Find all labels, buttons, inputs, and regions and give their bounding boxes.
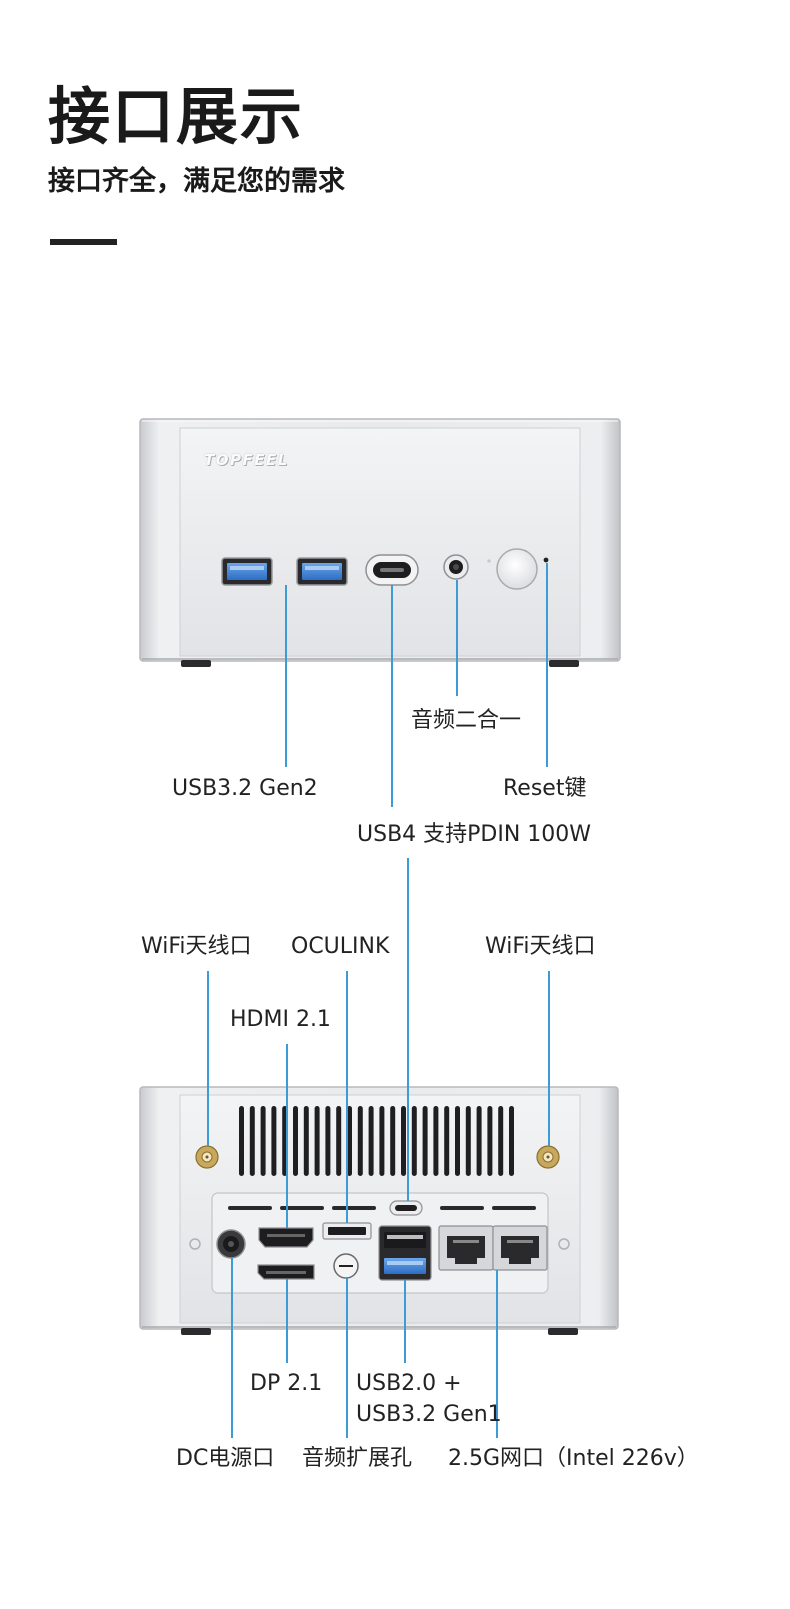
label-usb4: USB4 支持PDIN 100W — [357, 822, 592, 847]
vent-slot — [303, 1106, 309, 1176]
label-dc-power: DC电源口 — [176, 1446, 275, 1471]
oculink-port — [322, 1222, 372, 1240]
front-panel — [139, 418, 621, 667]
vent-slot — [260, 1106, 266, 1176]
label-reset: Reset键 — [503, 776, 587, 801]
vent-slot — [487, 1106, 493, 1176]
audio-expansion-hole — [333, 1253, 359, 1279]
callout-line-lan — [496, 1270, 498, 1438]
hdmi-port — [258, 1227, 314, 1248]
vent-slot — [379, 1106, 385, 1176]
callout-line-audio — [456, 580, 458, 696]
front-usb-a-port-2 — [296, 557, 348, 586]
vent-slot — [444, 1106, 450, 1176]
callout-line-reset — [546, 563, 548, 767]
label-audio-ext: 音频扩展孔 — [302, 1446, 413, 1471]
vent-slot — [390, 1106, 396, 1176]
vent-slot — [239, 1106, 244, 1176]
rear-panel — [139, 1086, 619, 1335]
callout-line-usb32 — [285, 585, 287, 767]
label-wifi-right: WiFi天线口 — [485, 934, 596, 959]
vent-slot — [498, 1106, 504, 1176]
dc-power-jack — [216, 1229, 246, 1259]
vent-slot — [465, 1106, 471, 1176]
rear-usb-stack — [378, 1225, 432, 1281]
brand-logo: TOPFEEL — [204, 451, 289, 469]
ethernet-port-1 — [438, 1225, 494, 1271]
callout-line-dc — [231, 1258, 233, 1438]
vent-slot — [455, 1106, 460, 1176]
label-usb-combo-line1: USB2.0 + — [356, 1371, 462, 1396]
front-power-button — [496, 548, 538, 590]
front-audio-jack — [443, 554, 469, 580]
ethernet-port-2 — [492, 1225, 548, 1271]
label-hdmi: HDMI 2.1 — [230, 1007, 331, 1032]
vent-slot — [293, 1106, 298, 1176]
vent-slot — [368, 1106, 374, 1176]
vent-slot — [357, 1106, 363, 1176]
page-title: 接口展示 — [48, 80, 305, 153]
vent-slot — [271, 1106, 277, 1176]
label-wifi-left: WiFi天线口 — [141, 934, 252, 959]
vent-slot — [314, 1106, 320, 1176]
vent-slot — [411, 1106, 417, 1176]
callout-line-oculink — [346, 971, 348, 1223]
displayport-port — [257, 1264, 315, 1280]
label-dp: DP 2.1 — [250, 1371, 323, 1396]
callout-line-dp — [286, 1279, 288, 1363]
front-reset-pinhole — [543, 557, 549, 563]
vent-slot — [282, 1106, 288, 1176]
callout-line-hdmi — [286, 1044, 288, 1228]
callout-line-audio-ext — [346, 1278, 348, 1438]
callout-line-usb-combo — [404, 1280, 406, 1363]
front-usb-c-port — [365, 554, 419, 586]
vent-slot — [401, 1106, 406, 1176]
callout-line-wifi-right — [548, 971, 550, 1146]
vent-slot — [433, 1106, 439, 1176]
rear-vent — [239, 1106, 514, 1176]
wifi-antenna-connector-right — [536, 1145, 560, 1169]
label-usb32-gen2: USB3.2 Gen2 — [172, 776, 318, 801]
callout-line-usb4-rear — [407, 858, 409, 1201]
rear-usb-c-port — [389, 1200, 423, 1216]
wifi-antenna-connector-left — [195, 1145, 219, 1169]
vent-slot — [476, 1106, 482, 1176]
vent-slot — [249, 1106, 255, 1176]
label-lan: 2.5G网口（Intel 226v） — [448, 1446, 699, 1471]
callout-line-usb4 — [391, 585, 393, 807]
label-oculink: OCULINK — [291, 934, 390, 959]
vent-slot — [325, 1106, 331, 1176]
label-usb-combo-line2: USB3.2 Gen1 — [356, 1402, 502, 1427]
label-audio-combo: 音频二合一 — [411, 708, 522, 733]
title-divider — [50, 239, 117, 245]
vent-slot — [422, 1106, 428, 1176]
vent-slot — [336, 1106, 342, 1176]
vent-slot — [509, 1106, 514, 1176]
front-usb-a-port-1 — [221, 557, 273, 586]
callout-line-wifi-left — [207, 971, 209, 1146]
page-subtitle: 接口齐全，满足您的需求 — [48, 166, 345, 197]
vent-slot — [347, 1106, 352, 1176]
